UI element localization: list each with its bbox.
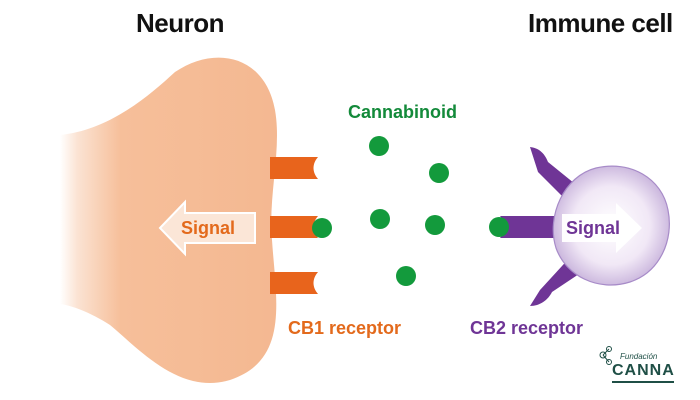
neuron-title: Neuron xyxy=(136,8,225,38)
cb2-receptor-middle xyxy=(500,216,560,238)
neuron-signal-arrow: Signal xyxy=(158,199,256,257)
cannabinoid-bound-cb2 xyxy=(489,217,509,237)
cb1-receptor-top xyxy=(270,157,318,179)
immune-signal-arrow: Signal xyxy=(562,203,642,253)
neuron-signal-label: Signal xyxy=(181,218,235,238)
immune-cell-title: Immune cell xyxy=(528,8,673,38)
cannabinoid-dot xyxy=(370,209,390,229)
logo-fundacion-text: Fundación xyxy=(620,352,658,361)
immune-signal-label: Signal xyxy=(566,218,620,238)
cb1-receptors xyxy=(270,157,318,294)
logo-underline xyxy=(612,381,674,383)
cb1-receptor-middle xyxy=(270,216,318,238)
cannabinoid-label: Cannabinoid xyxy=(348,102,457,122)
canna-logo-mark xyxy=(599,346,612,365)
cannabinoid-dot xyxy=(396,266,416,286)
cb1-receptor-bottom xyxy=(270,272,318,294)
cannabinoid-molecules xyxy=(312,136,509,286)
logo-canna-text: CANNA xyxy=(612,362,675,379)
cannabinoid-bound-cb1 xyxy=(312,218,332,238)
cannabinoid-dot xyxy=(425,215,445,235)
cannabinoid-dot xyxy=(429,163,449,183)
cannabinoid-dot xyxy=(369,136,389,156)
cb1-receptor-label: CB1 receptor xyxy=(288,318,402,338)
cb2-receptor-label: CB2 receptor xyxy=(470,318,584,338)
